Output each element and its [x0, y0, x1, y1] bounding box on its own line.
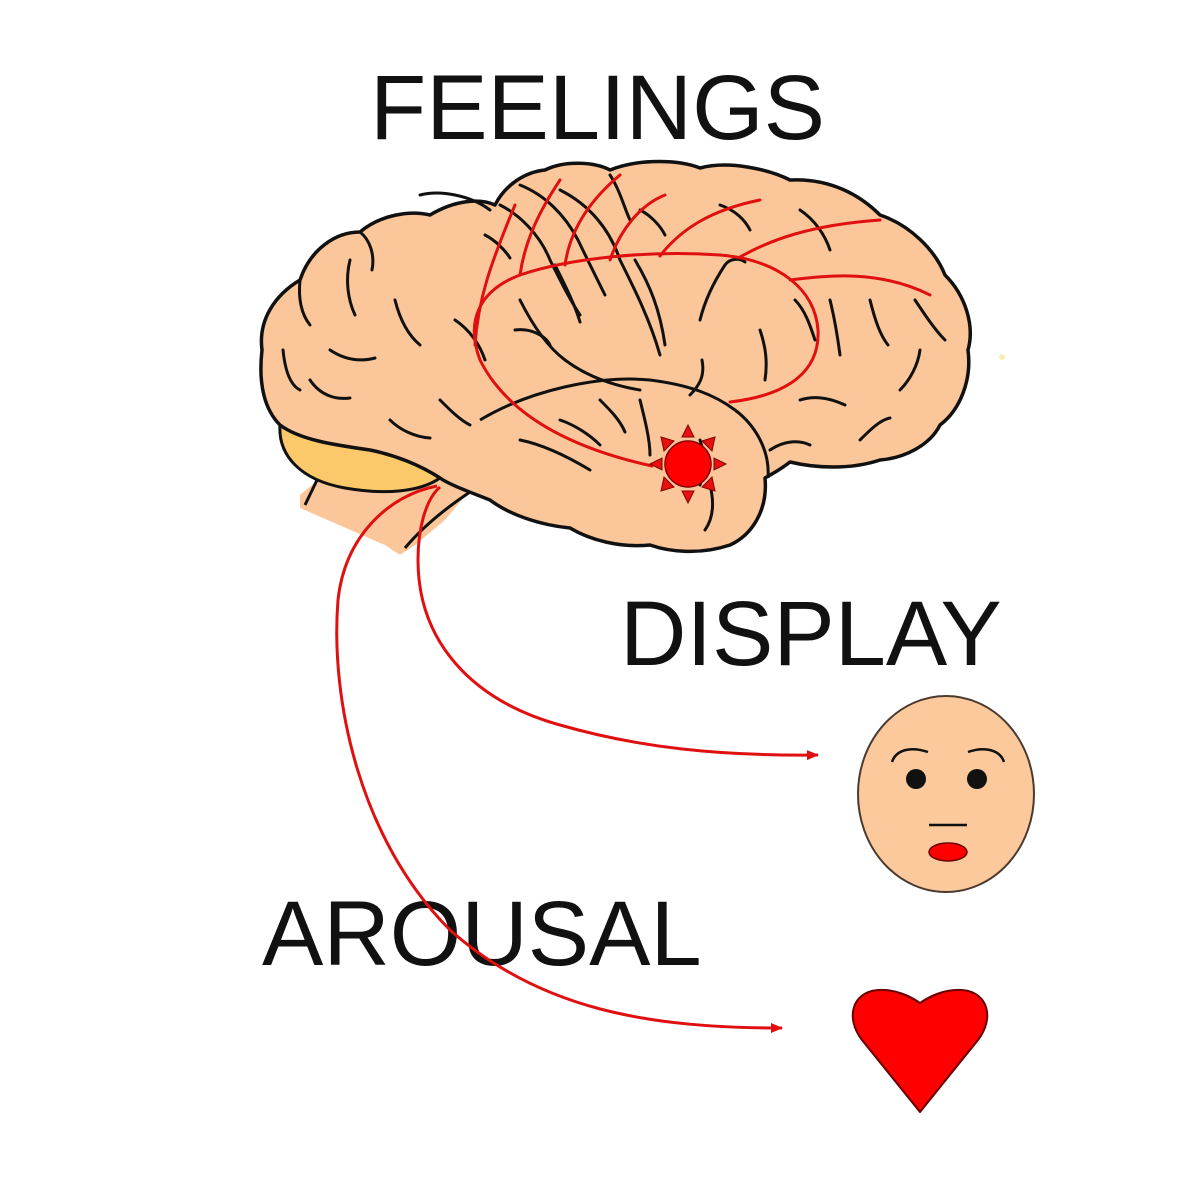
feelings-title: FEELINGS: [370, 57, 826, 159]
face-icon: [857, 695, 1035, 893]
heart-icon: [851, 988, 989, 1113]
arousal-label: AROUSAL: [262, 883, 702, 985]
amygdala-burst: [648, 423, 728, 505]
decorative-dot: [999, 354, 1005, 360]
brain: [259, 159, 972, 554]
neural-pathways: [472, 173, 932, 468]
display-label: DISPLAY: [620, 583, 1002, 685]
